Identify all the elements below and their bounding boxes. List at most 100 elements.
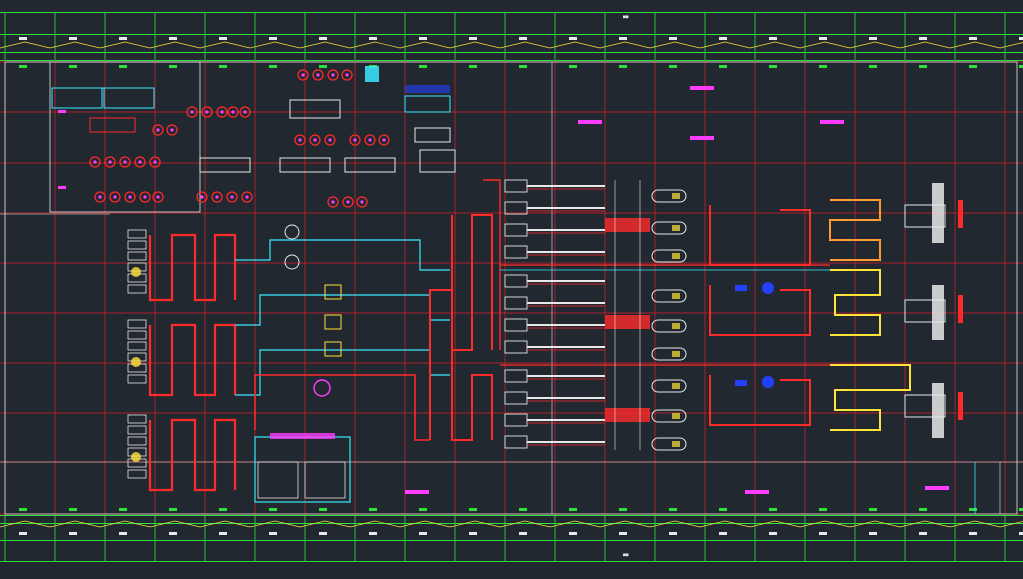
holding-tank [651,249,687,263]
pump-icon [349,134,361,146]
pump-icon [186,106,198,118]
manifold-block [504,179,528,193]
pump-hub-icon [368,138,372,142]
grid-axis-mark [519,65,527,68]
pump-icon [324,134,336,146]
manifold-block [504,318,528,332]
manifold-block [504,223,528,237]
grid-axis-mark [569,508,577,511]
pump-hub-icon [243,110,247,114]
pump-hub-icon [156,128,160,132]
pump-icon [166,124,178,136]
pump-icon [89,156,101,168]
grid-axis-mark [669,65,677,68]
tank-valve-icon [672,323,680,329]
pump-icon [327,196,339,208]
pump-icon [119,156,131,168]
grid-axis-mark [819,65,827,68]
grid-label-mark [719,37,727,40]
bottom-dimension-band: ■■ [0,515,1023,562]
grid-label-mark [769,37,777,40]
grid-label-mark [519,37,527,40]
pump-hub-icon [98,195,102,199]
grid-label-mark [469,37,477,40]
tank-valve-icon [672,253,680,259]
tank-valve-icon [672,293,680,299]
pump-hub-icon [328,138,332,142]
pump-hub-icon [108,160,112,164]
machine-module [127,414,147,424]
tank-valve-icon [672,225,680,231]
pump-icon [294,134,306,146]
pump-icon [104,156,116,168]
dimension-chain-bottom [0,520,1023,528]
grid-axis-mark [619,65,627,68]
grid-axis-mark [569,65,577,68]
grid-axis-mark [119,65,127,68]
grid-axis-mark [119,508,127,511]
grid-label-mark [569,532,577,535]
grid-axis-mark [69,508,77,511]
tank-valve-icon [672,383,680,389]
manifold-block [504,274,528,288]
grid-label-mark [719,532,727,535]
grid-label-mark [669,37,677,40]
left-machine-stacks [127,229,147,479]
grid-axis-mark [869,508,877,511]
pump-icon [342,196,354,208]
grid-axis-mark [169,65,177,68]
grid-axis-mark [469,508,477,511]
holding-tank [651,379,687,393]
pump-hub-icon [128,195,132,199]
grid-axis-mark [419,65,427,68]
pump-hub-icon [93,160,97,164]
machine-module [127,330,147,340]
machine-module [127,341,147,351]
pump-hub-icon [382,138,386,142]
pump-icon [239,106,251,118]
grid-axis-mark [919,508,927,511]
pump-hub-icon [231,110,235,114]
pump-icon [152,191,164,203]
grid-axis-mark [1019,508,1023,511]
pump-icon [309,134,321,146]
grid-axis-mark [269,65,277,68]
pump-icon [312,69,324,81]
grid-label-mark [19,37,27,40]
manifold-block [504,369,528,383]
grid-label-mark [919,532,927,535]
grid-label-mark [469,532,477,535]
pump-hub-icon [230,195,234,199]
pump-icon [297,69,309,81]
pump-hub-icon [345,73,349,77]
pump-hub-icon [346,200,350,204]
pump-icon [152,124,164,136]
grid-axis-mark [169,508,177,511]
pump-icon [227,106,239,118]
pump-hub-icon [138,160,142,164]
machine-module [127,425,147,435]
pump-icon [139,191,151,203]
machine-module [127,469,147,479]
grid-label-mark [619,37,627,40]
grid-label-mark [1019,37,1023,40]
grid-label-mark [19,532,27,535]
grid-label-mark [619,532,627,535]
pump-hub-icon [143,195,147,199]
pump-icon [327,69,339,81]
holding-tank [651,289,687,303]
top-dimension-label: ■■ [623,15,629,20]
grid-label-mark [919,37,927,40]
pump-icon [134,156,146,168]
grid-label-mark [119,532,127,535]
column-grid [0,12,1023,561]
machine-module [127,240,147,250]
grid-label-mark [69,532,77,535]
pump-hub-icon [156,195,160,199]
machine-module [127,251,147,261]
grid-axis-mark [869,65,877,68]
grid-label-mark [319,37,327,40]
pump-icon [226,191,238,203]
pump-hub-icon [245,195,249,199]
